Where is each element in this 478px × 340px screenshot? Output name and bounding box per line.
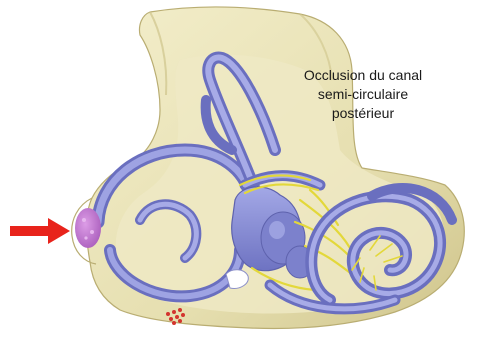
annotation-line-2: semi-circulaire: [268, 85, 458, 104]
red-arrow-icon: [10, 218, 70, 244]
annotation-line-1: Occlusion du canal: [268, 66, 458, 85]
annotation-line-3: postérieur: [268, 104, 458, 123]
occlusion-plug-icon: [75, 208, 101, 248]
occlusion-annotation: Occlusion du canal semi-circulaire posté…: [268, 66, 458, 123]
